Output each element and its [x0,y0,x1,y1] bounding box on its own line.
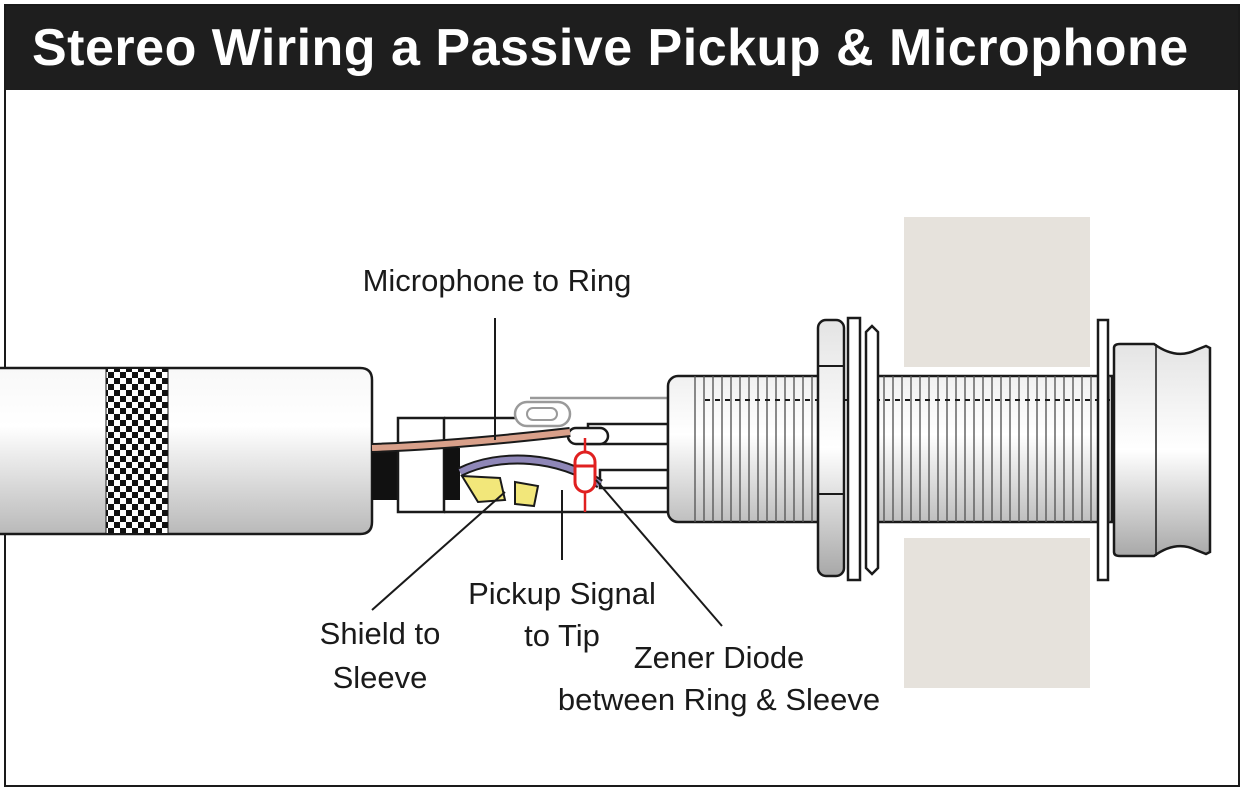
panel-lower [904,538,1090,688]
jack-barrel [666,374,1114,524]
zener-diode [573,438,597,512]
leader-shield [371,491,506,611]
label-zener-line1: Zener Diode [634,640,805,675]
lock-washer [864,324,880,576]
plug-grip-pattern [106,369,168,533]
inner-nut [816,316,880,582]
shield-lug [514,480,540,508]
label-pickup-line2: to Tip [524,618,600,653]
mic-wire [371,429,571,451]
label-microphone: Microphone to Ring [363,263,632,298]
shield-wire [460,474,507,504]
sleeve-contact [598,468,670,490]
leader-zener [595,479,723,627]
label-shield-line1: Shield to [320,616,441,651]
label-zener-line2: between Ring & Sleeve [558,682,880,717]
panel-upper [904,217,1090,367]
outer-nut [1096,318,1212,582]
page-title: Stereo Wiring a Passive Pickup & Microph… [6,6,1238,90]
plug-body [0,366,374,536]
washer [846,316,862,582]
label-pickup-line1: Pickup Signal [468,576,656,611]
label-shield-line2: Sleeve [333,660,428,695]
